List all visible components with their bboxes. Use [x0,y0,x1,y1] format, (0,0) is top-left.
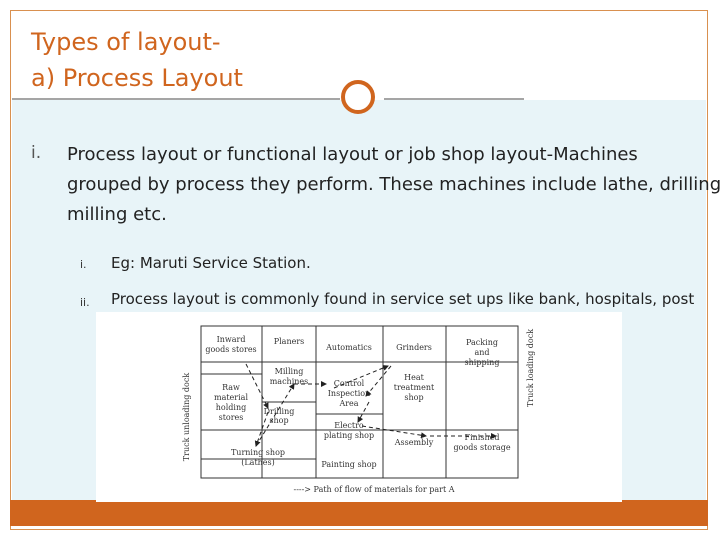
title-rule-left [12,98,340,100]
assembly-label: Assembly [394,438,434,447]
painting-shop-label: Painting shop [321,460,376,469]
title-line-2: a) Process Layout [31,64,243,92]
packing-label: and [474,348,489,357]
finished-goods-label: goods storage [453,443,510,452]
finished-goods-label: Finished [465,433,500,442]
control-label: Inspection [328,389,371,398]
control-label: Control [334,379,365,388]
main-paragraph: Process layout or functional layout or j… [67,140,720,230]
sub-bullet-marker: ii. [80,296,90,309]
heat-treatment-label: Heat [404,373,424,382]
paragraph-line: milling etc. [67,204,167,225]
inward-stores-label: Inward [217,335,246,344]
flow-legend: ----> Path of flow of materials for part… [293,485,454,494]
electro-plating-label: Electro [334,421,364,430]
title-rule-right [384,98,524,100]
title-line-1: Types of layout- [31,28,221,56]
control-label: Area [338,399,358,408]
planers-label: Planers [274,337,305,346]
department-walls [201,326,518,478]
floor-outline [200,325,519,479]
footer-bar [10,500,708,526]
sub-bullet-marker: i. [80,258,87,271]
heat-treatment-label: shop [404,393,423,402]
slide-frame [10,10,708,530]
paragraph-line: Process layout or functional layout or j… [67,144,638,165]
loading-dock-label: Truck loading dock [526,329,535,407]
milling-label: machines [270,377,309,386]
slide-title: Types of layout- a) Process Layout [31,24,243,96]
material-flow-path [245,363,497,447]
raw-material-label: stores [219,413,244,422]
sub-bullet-text: Process layout is commonly found in serv… [111,290,695,308]
drilling-label: Drilling [264,407,295,416]
automatics-label: Automatics [325,343,372,352]
grinders-label: Grinders [396,343,432,352]
paragraph-line: grouped by process they perform. These m… [67,174,720,195]
heat-treatment-label: treatment [394,383,435,392]
inward-stores-label: goods stores [205,345,256,354]
drilling-label: shop [269,416,288,425]
process-layout-diagram: Truck unloading dock Truck loading dock … [96,312,622,502]
bullet-marker: i. [31,143,42,163]
packing-label: Packing [466,338,498,347]
unloading-dock-label: Truck unloading dock [182,373,191,462]
electro-plating-label: plating shop [324,431,374,440]
raw-material-label: holding [216,403,246,412]
milling-label: Milling [275,367,304,376]
turning-shop-label: Turning shop [231,448,285,457]
sub-bullet-text: Eg: Maruti Service Station. [111,254,311,272]
raw-material-label: Raw [222,383,240,392]
layout-diagram-svg: Truck unloading dock Truck loading dock … [182,325,535,494]
packing-label: shipping [465,358,500,367]
decorative-circle-icon [341,80,375,114]
turning-shop-label: (Lathes) [241,458,275,467]
raw-material-label: material [214,393,248,402]
